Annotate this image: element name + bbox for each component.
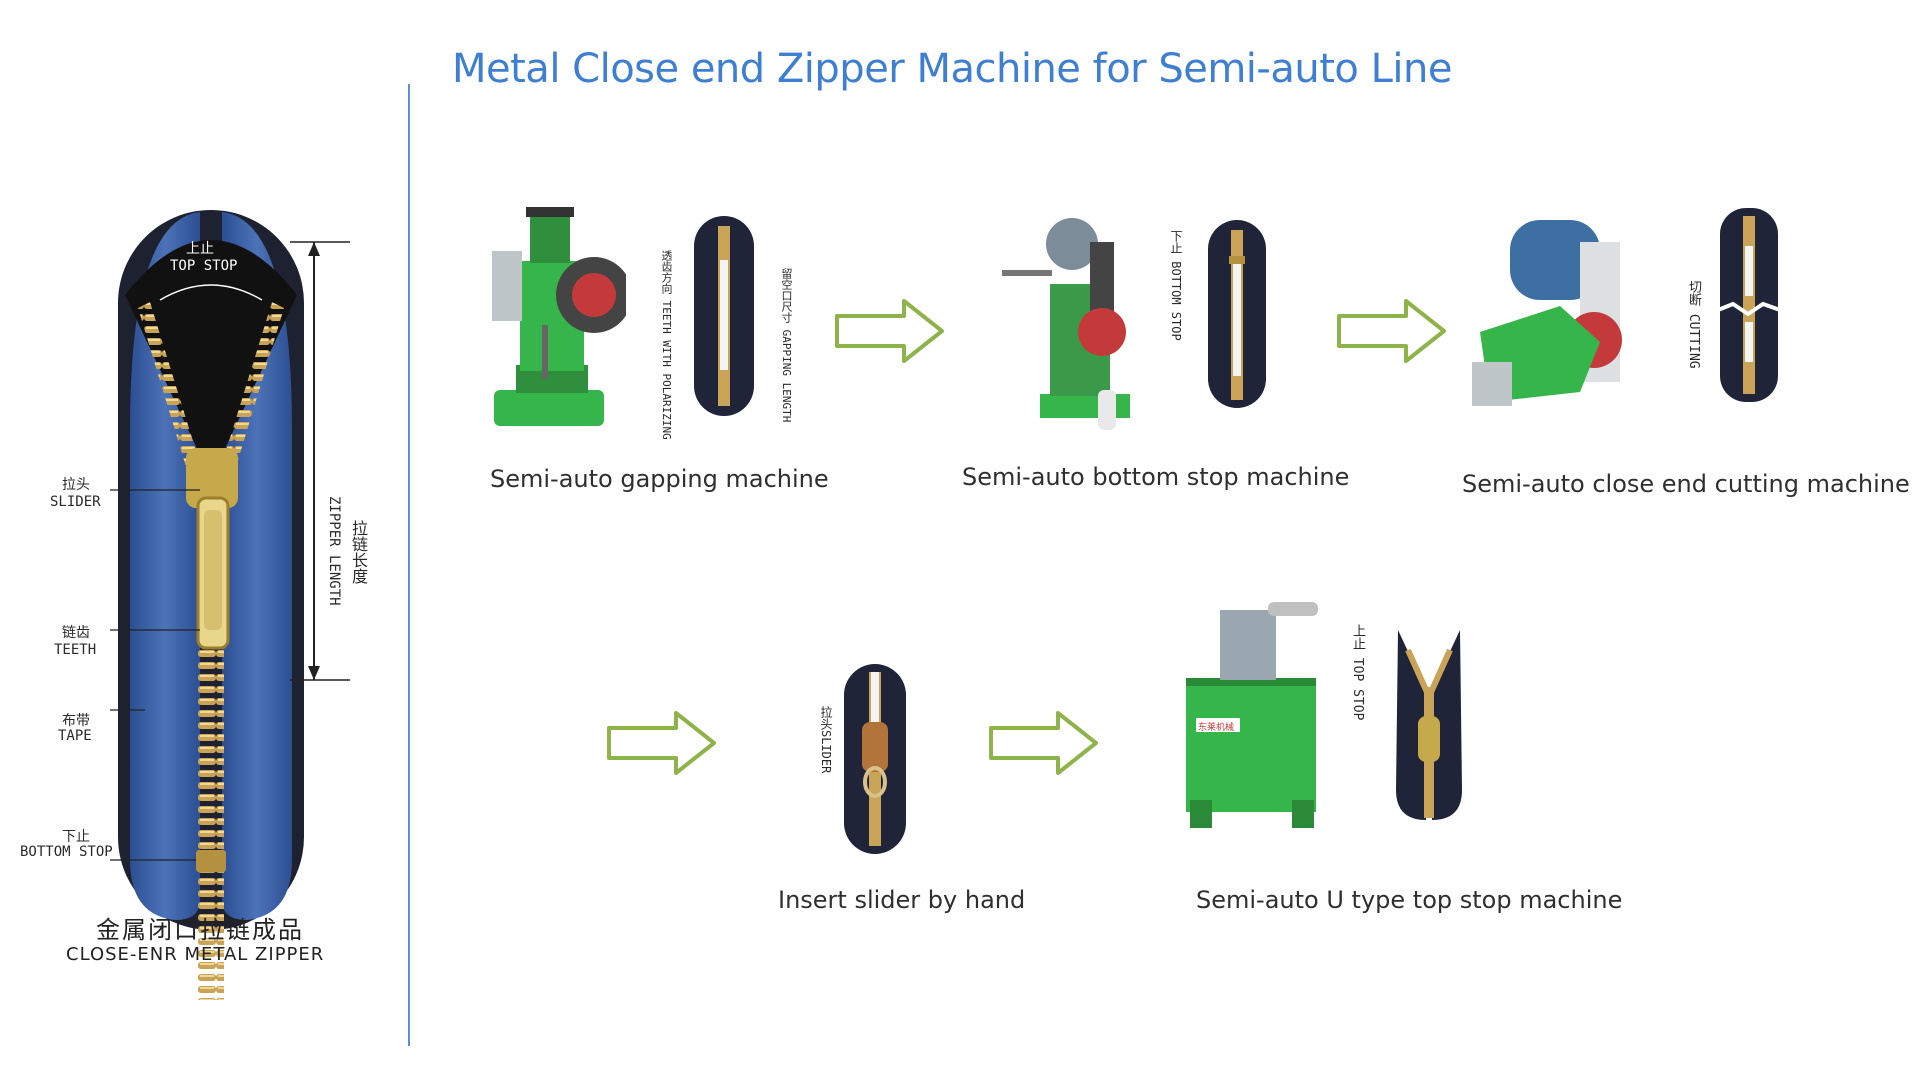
slider-caption: Insert slider by hand — [778, 886, 1026, 914]
bottom-stop-label: 下止 BOTTOM STOP — [1169, 230, 1183, 341]
gapping-machine-image — [492, 207, 626, 426]
slider-icon — [186, 448, 238, 650]
cutting-caption: Semi-auto close end cutting machine — [1462, 470, 1910, 498]
top-stop-caption: Semi-auto U type top stop machine — [1196, 886, 1623, 914]
zipper-length-label-en: ZIPPER LENGTH — [326, 496, 342, 606]
tape-label-cn: 布带 — [62, 713, 90, 729]
hero-caption-en: CLOSE-ENR METAL ZIPPER — [66, 944, 325, 965]
arrow-4 — [989, 711, 1098, 775]
slider-label-en: SLIDER — [50, 494, 101, 510]
bottom-stop-zipper-image — [1208, 220, 1266, 408]
slider-label: 拉头SLIDER — [819, 706, 833, 774]
teeth-label-cn: 链齿 — [62, 625, 90, 641]
arrow-3 — [607, 711, 716, 775]
bottom-stop-label-cn: 下止 — [62, 829, 90, 845]
page-title: Metal Close end Zipper Machine for Semi-… — [452, 46, 1452, 92]
teeth-label-en: TEETH — [54, 642, 97, 658]
gapping-label-polarizing: 透齿方向 TEETH WITH POLARIZING — [660, 250, 673, 440]
arrow-2 — [1337, 299, 1446, 363]
top-stop-machine-badge: 东莱机械 — [1198, 723, 1235, 733]
zipper-teeth-right — [217, 302, 284, 480]
vertical-divider — [408, 84, 410, 1046]
top-stop-label: 上止 TOP STOP — [1350, 624, 1365, 721]
top-stop-label-en: TOP STOP — [170, 258, 238, 274]
hero-zipper-diagram — [110, 210, 350, 1000]
top-stop-zipper-image — [1396, 630, 1462, 820]
cutting-machine-image — [1472, 220, 1622, 406]
gapping-zipper-image — [694, 216, 754, 416]
bottom-stop-machine-image — [1002, 218, 1130, 430]
slider-label-cn: 拉头 — [62, 477, 90, 493]
cutting-label: 切断 CUTTING — [1686, 280, 1701, 369]
top-stop-machine-image — [1186, 602, 1318, 828]
cutting-zipper-image — [1718, 208, 1780, 402]
hero-caption-cn: 金属闭口拉链成品 — [96, 916, 304, 944]
gapping-label-length: 留空口尺寸 GAPPING LENGTH — [780, 268, 793, 423]
zipper-length-label-cn: 拉链长度 — [349, 520, 368, 584]
bottom-stop-icon — [196, 850, 226, 872]
gapping-caption: Semi-auto gapping machine — [490, 465, 829, 493]
zipper-teeth-left — [138, 302, 205, 480]
arrow-1 — [835, 299, 944, 363]
zipper-top-opening — [125, 240, 297, 470]
tape-label-en: TAPE — [58, 728, 92, 744]
top-stop-label-cn: 上止 — [186, 241, 214, 257]
bottom-stop-caption: Semi-auto bottom stop machine — [962, 463, 1350, 491]
slider-zipper-image — [844, 664, 906, 854]
bottom-stop-label-en: BOTTOM STOP — [20, 844, 113, 860]
